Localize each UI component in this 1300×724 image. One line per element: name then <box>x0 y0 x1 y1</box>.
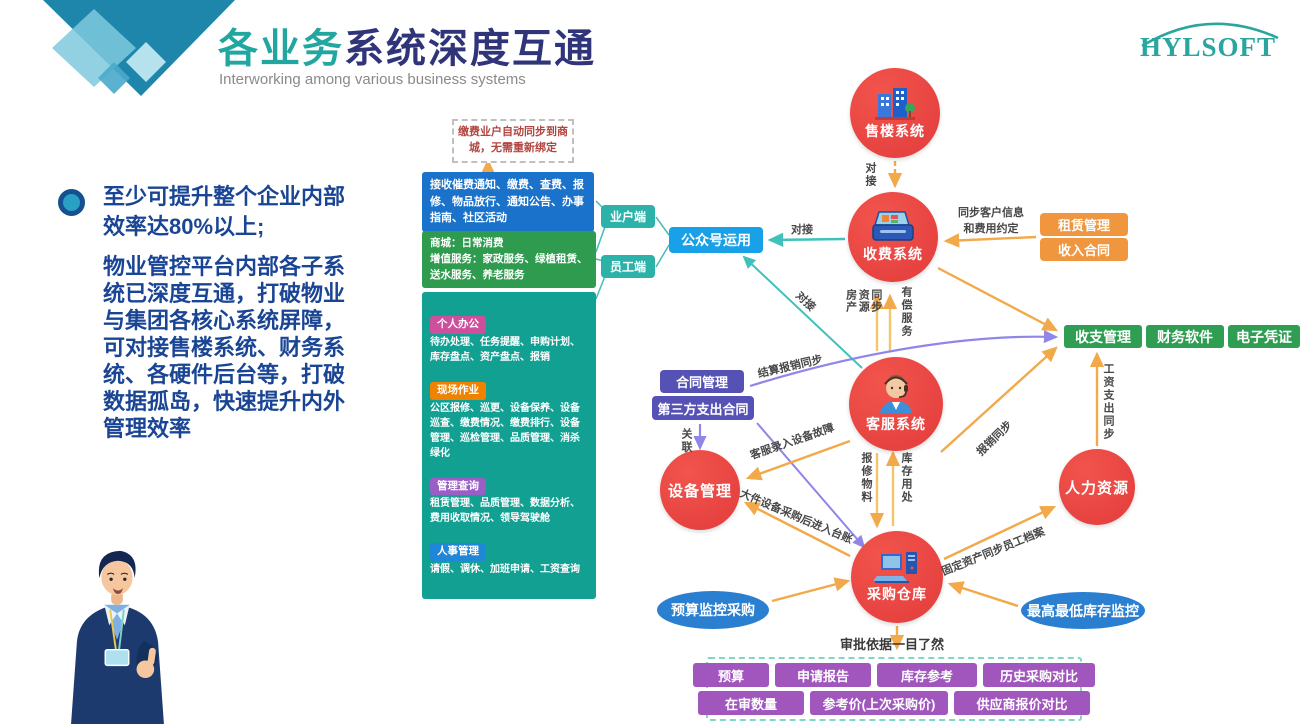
purchase-reference-panel: 预算 申请报告 库存参考 历史采购对比 在审数量 参考价(上次采购价) 供应商报… <box>693 657 1095 721</box>
edge-label-paid-service: 有偿服务 <box>900 286 912 338</box>
building-icon <box>875 88 915 120</box>
page-title: 各业务系统深度互通 <box>218 16 596 74</box>
support-agent-icon <box>880 375 912 413</box>
node-equipment-management: 设备管理 <box>660 450 740 530</box>
sync-note: 缴费业户自动同步到商城，无需重新绑定 <box>452 119 574 163</box>
node-label: 客服系统 <box>866 416 926 432</box>
btn-supplier-quote-compare: 供应商报价对比 <box>954 691 1090 715</box>
btn-stock-reference: 库存参考 <box>877 663 977 687</box>
finance-box-software: 财务软件 <box>1146 325 1224 348</box>
node-purchase-warehouse: 采购仓库 <box>851 531 943 623</box>
owner-side-tag: 业户端 <box>601 205 655 228</box>
btn-reference-price: 参考价(上次采购价) <box>810 691 948 715</box>
node-label: 收费系统 <box>863 246 923 262</box>
edge-label-dock-vertical: 对接 <box>864 162 876 188</box>
edge-label-repair-material: 报修物料 <box>860 452 872 504</box>
badge-field-work: 现场作业 <box>430 381 486 400</box>
budget-monitor-ellipse: 预算监控采购 <box>657 591 769 629</box>
bullet-icon <box>58 189 85 216</box>
node-label: 人力资源 <box>1064 479 1129 497</box>
node-sales-system: 售楼系统 <box>850 68 940 158</box>
svg-text:HYLSOFT: HYLSOFT <box>1140 32 1276 62</box>
badge-personal-office: 个人办公 <box>430 316 486 334</box>
edge-label-salary-sync: 工资支出同步 <box>1102 363 1114 441</box>
edge-label-stock-use: 库存用处 <box>900 452 912 504</box>
node-label: 采购仓库 <box>867 586 927 602</box>
page-title-accent: 各业务 <box>218 27 344 71</box>
computer-warehouse-icon <box>874 552 917 583</box>
person-illustration <box>71 550 164 724</box>
income-contract-box: 收入合同 <box>1040 238 1128 261</box>
pos-terminal-icon <box>872 211 914 241</box>
btn-history-compare: 历史采购对比 <box>983 663 1095 687</box>
edge-label-dock-wechat: 对接 <box>791 224 813 236</box>
personal-office-items: 待办处理、任务提醒、申购计划、库存盘点、资产盘点、报销 <box>430 336 580 363</box>
owner-app-panel: 接收催费通知、缴费、查费、报修、物品放行、通知公告、办事指南、社区活动 <box>422 172 594 232</box>
hylsoft-logo: HYLSOFT <box>1140 22 1279 62</box>
edge-label-property-sync: 房产资源同步 <box>844 289 882 313</box>
wechat-official-account-box: 公众号运用 <box>669 227 763 253</box>
node-human-resources: 人力资源 <box>1059 449 1135 525</box>
btn-application-report: 申请报告 <box>775 663 871 687</box>
field-work-items: 公区报修、巡更、设备保养、设备巡查、缴费情况、缴费排行、设备管理、巡检管理、品质… <box>430 402 580 459</box>
third-party-contract-box: 第三方支出合同 <box>652 396 754 420</box>
purchase-reference-row2: 在审数量 参考价(上次采购价) 供应商报价对比 <box>698 691 1090 715</box>
node-label: 售楼系统 <box>865 123 925 139</box>
node-service-system: 客服系统 <box>849 357 943 451</box>
staff-app-panel: 个人办公 待办处理、任务提醒、申购计划、库存盘点、资产盘点、报销 现场作业 公区… <box>422 292 596 599</box>
management-query-items: 租赁管理、品质管理、数据分析、费用收取情况、领导驾驶舱 <box>430 498 580 525</box>
node-charging-system: 收费系统 <box>848 192 938 282</box>
staff-side-tag: 员工端 <box>601 255 655 278</box>
mall-panel: 商城：日常消费 增值服务：家政服务、绿植租赁、送水服务、养老服务 <box>422 231 596 289</box>
node-label: 设备管理 <box>667 482 732 500</box>
header-triangle-decoration <box>43 0 235 96</box>
badge-hr-admin: 人事管理 <box>430 543 486 561</box>
btn-pending-count: 在审数量 <box>698 691 804 715</box>
key-point-1: 至少可提升整个企业内部效率达80%以上; <box>103 184 346 239</box>
edge-label-approval-basis: 审批依据一目了然 <box>840 637 945 652</box>
page-title-rest: 系统深度互通 <box>344 27 596 71</box>
hr-admin-items: 请假、调休、加班申请、工资查询 <box>430 564 580 575</box>
purchase-reference-row1: 预算 申请报告 库存参考 历史采购对比 <box>693 663 1095 687</box>
btn-budget: 预算 <box>693 663 769 687</box>
edge-label-sync-customer: 同步客户信息 和费用约定 <box>958 207 1024 235</box>
stock-monitor-ellipse: 最高最低库存监控 <box>1021 592 1145 629</box>
finance-box-evoucher: 电子凭证 <box>1228 325 1300 348</box>
edge-label-relation: 关联 <box>680 428 692 454</box>
contract-management-box: 合同管理 <box>660 370 744 393</box>
page-subtitle: Interworking among various business syst… <box>219 71 526 88</box>
key-point-2: 物业管控平台内部各子系统已深度互通，打破物业与集团各核心系统屏障，可对接售楼系统… <box>103 254 346 441</box>
finance-box-expense: 收支管理 <box>1064 325 1142 348</box>
badge-management-query: 管理查询 <box>430 477 486 496</box>
lease-management-box: 租赁管理 <box>1040 213 1128 236</box>
